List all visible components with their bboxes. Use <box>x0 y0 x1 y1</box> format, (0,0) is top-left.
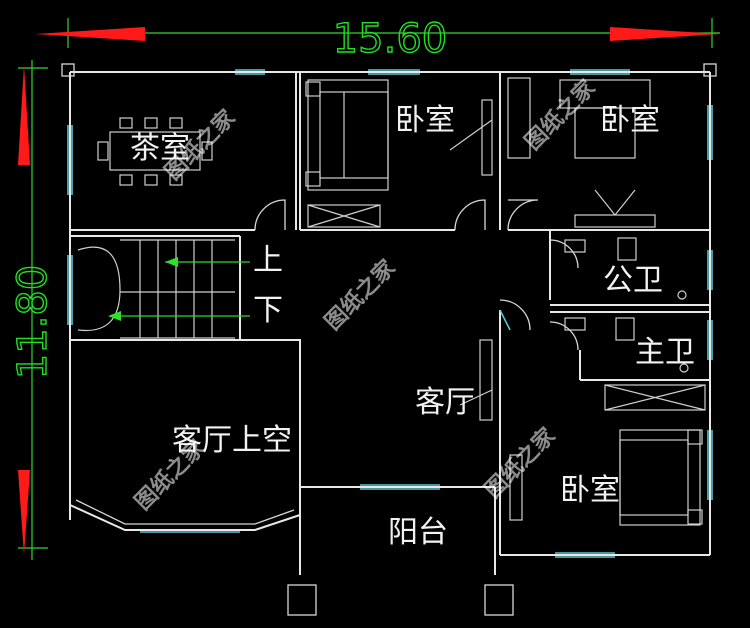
staircase <box>77 239 250 339</box>
watermark: 图纸之家 <box>480 422 561 503</box>
stair-up-label: 上 <box>253 243 283 278</box>
walls <box>61 63 717 616</box>
bedroom-bottom-right-label: 卧室 <box>560 473 620 508</box>
height-dimension-label: 11.80 <box>10 265 56 380</box>
windows <box>67 69 713 558</box>
watermark: 图纸之家 <box>130 434 211 515</box>
public-bath-label: 公卫 <box>603 263 663 298</box>
left-dimension: 11.80 <box>9 60 57 560</box>
watermark: 图纸之家 <box>320 254 401 335</box>
bottom-red-arrow <box>18 470 30 555</box>
bedroom-top-mid-label: 卧室 <box>395 103 455 138</box>
tv-wall <box>459 339 493 421</box>
right-red-arrow <box>610 27 720 41</box>
bed-top-right <box>507 77 656 228</box>
bed-top-mid <box>305 79 493 228</box>
living-room-label: 客厅 <box>415 385 475 420</box>
tea-room-label: 茶室 <box>130 131 190 166</box>
left-red-arrow <box>35 27 145 41</box>
stair-down-label: 下 <box>253 293 283 328</box>
top-dimension: 15.60 <box>35 15 720 63</box>
balcony-label: 阳台 <box>388 515 448 550</box>
doors <box>254 199 579 351</box>
tea-table <box>97 117 213 186</box>
bedroom-top-right-label: 卧室 <box>600 103 660 138</box>
living-room-void-label: 客厅上空 <box>172 423 292 458</box>
master-bath-label: 主卫 <box>635 335 695 370</box>
bed-bottom-right <box>509 384 706 526</box>
bath-fixtures <box>564 237 689 373</box>
width-dimension-label: 15.60 <box>333 16 448 62</box>
top-red-arrow <box>18 65 30 165</box>
